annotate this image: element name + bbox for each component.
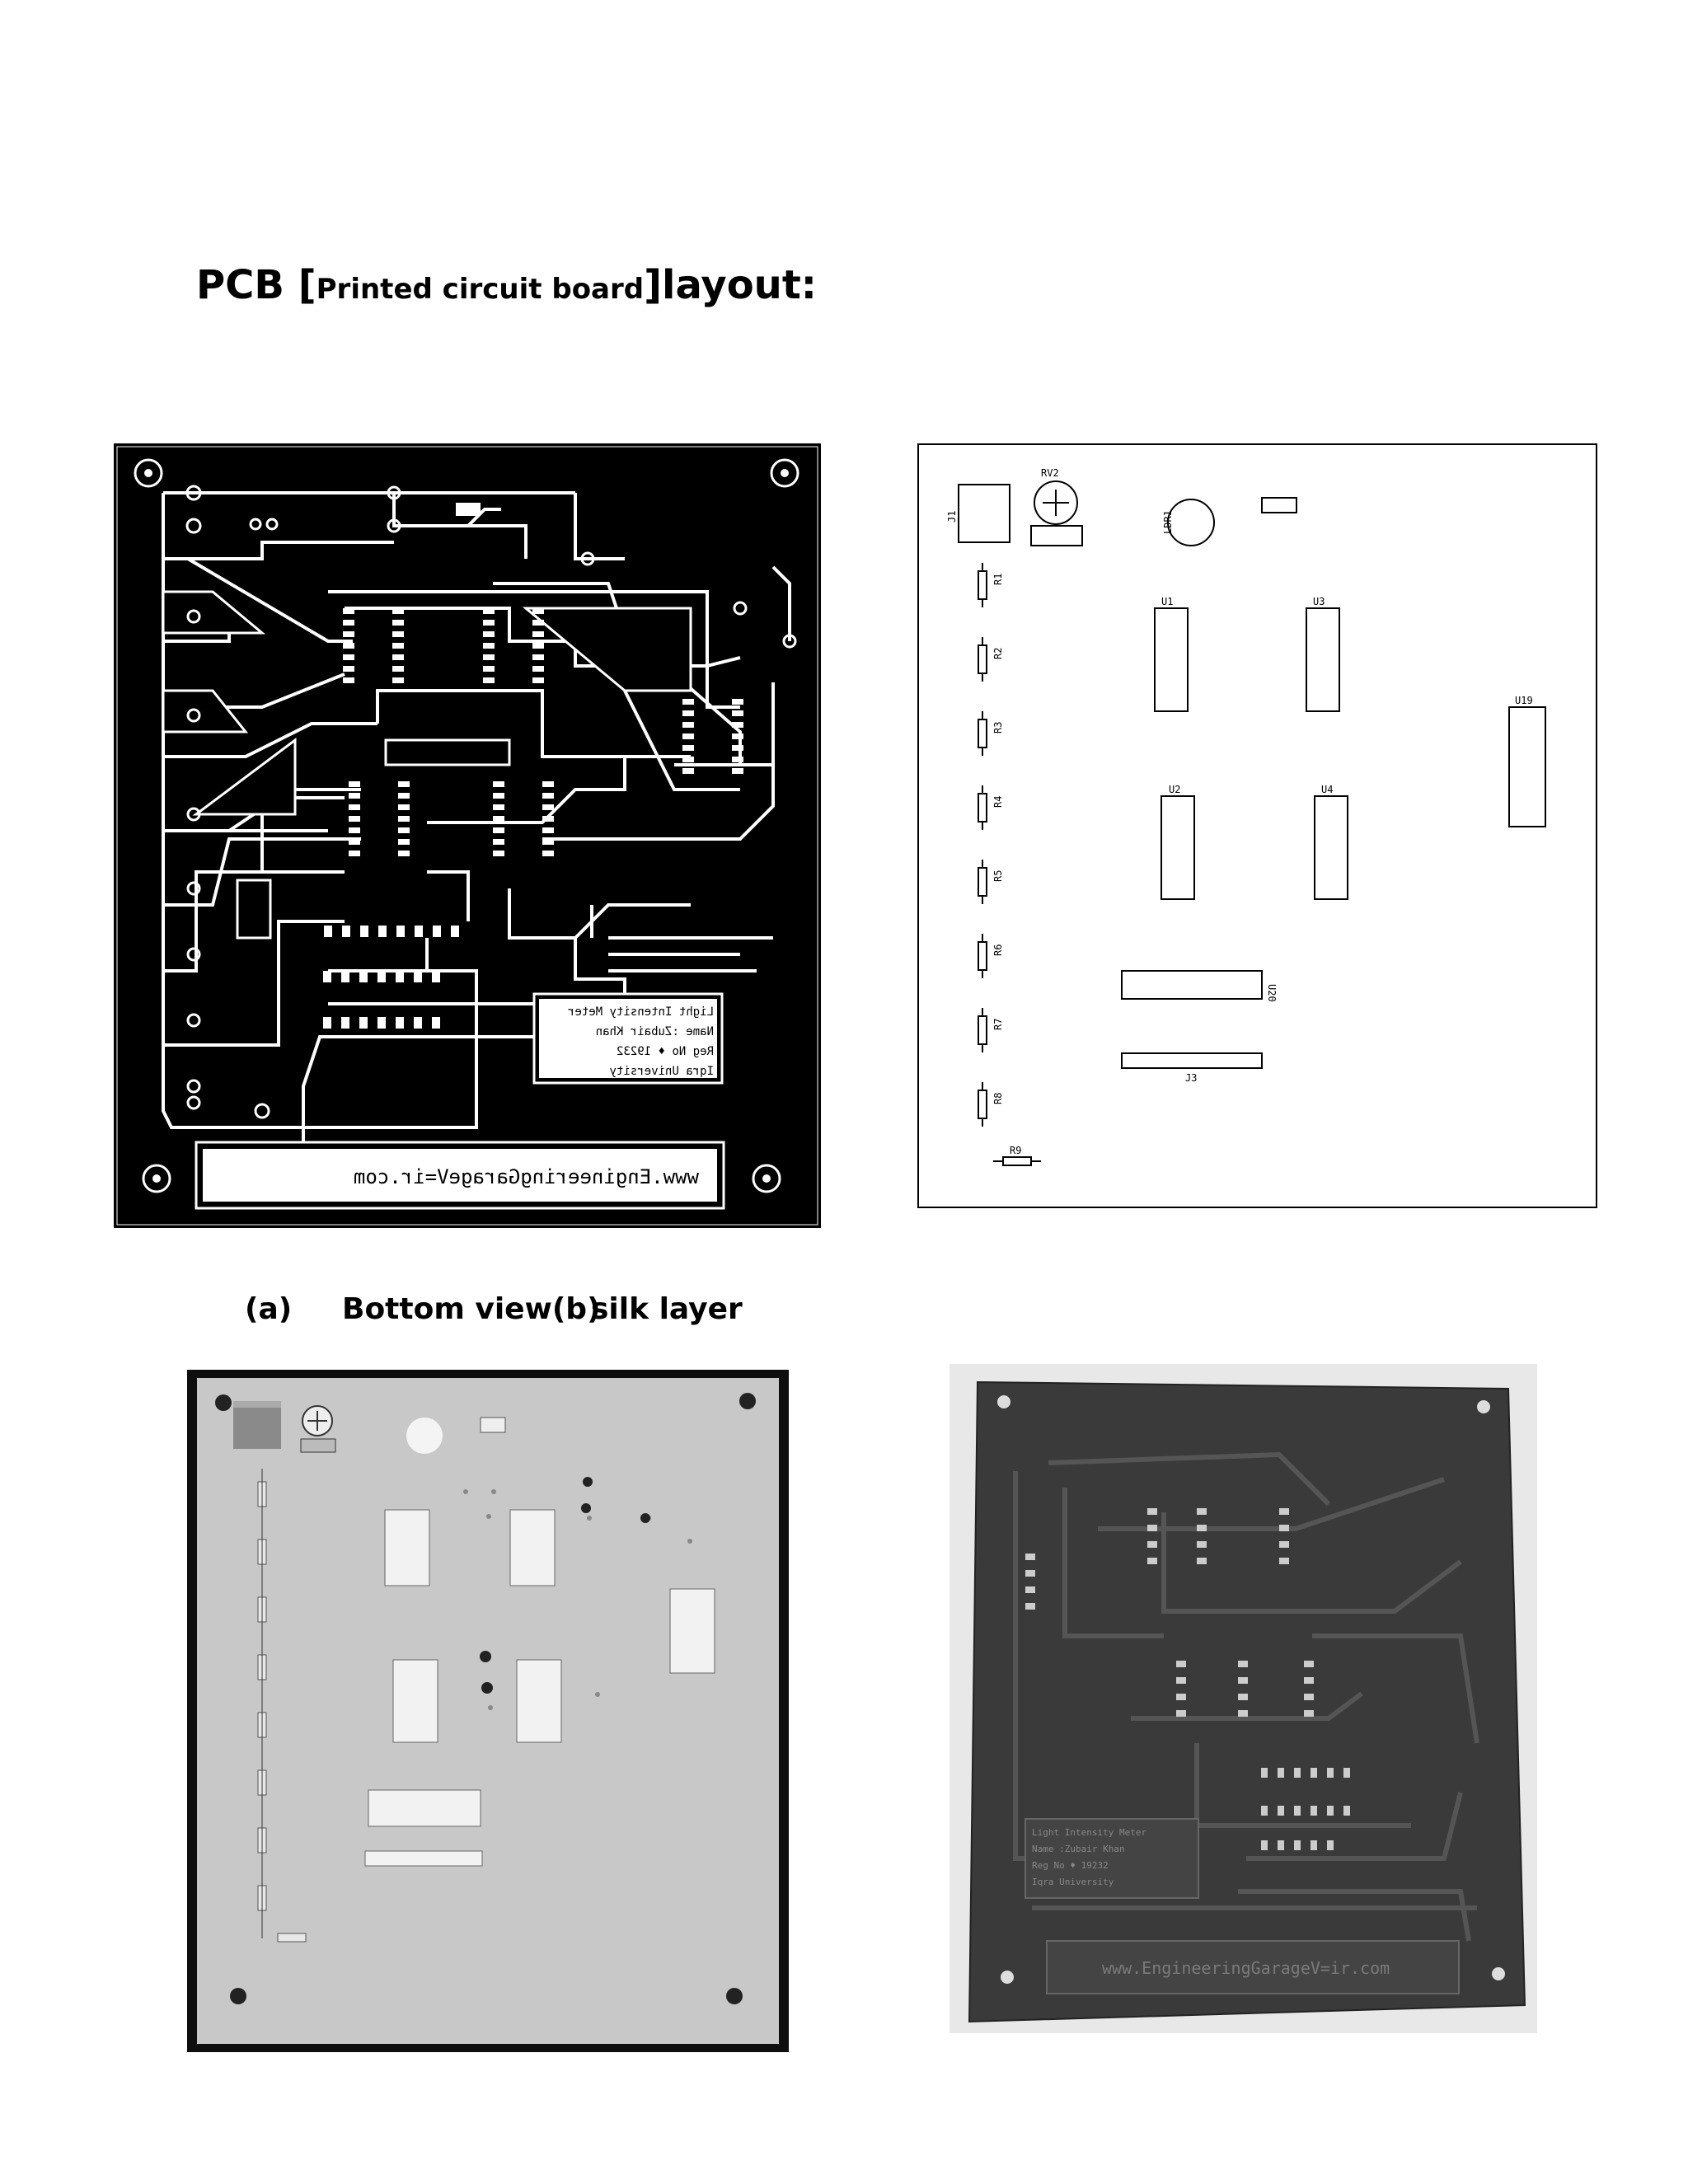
silk-label-r8: R8 xyxy=(992,1093,1004,1104)
silk-label-u2: U2 xyxy=(1169,784,1180,795)
silk-label-r4: R4 xyxy=(992,796,1004,808)
board-name-mirrored: Name :Zubair Khan xyxy=(596,1025,714,1038)
silk-label-r7: R7 xyxy=(992,1019,1004,1030)
pcb-3d-bottom-render-image: Light Intensity Meter Name :Zubair Khan … xyxy=(950,1364,1537,2033)
caption-a: (a) xyxy=(245,1292,293,1326)
silk-label-r3: R3 xyxy=(992,722,1004,733)
board-3d-title: Light Intensity Meter xyxy=(1032,1827,1146,1838)
caption-bottom-view: Bottom view(b) xyxy=(342,1292,601,1326)
silk-label-ldr1: LDR1 xyxy=(1162,510,1174,534)
heading-part-2: Printed circuit board xyxy=(316,273,645,306)
board-3d-reg: Reg No ♦ 19232 xyxy=(1032,1860,1109,1871)
silk-label-rv2: RV2 xyxy=(1041,467,1059,479)
heading-part-3: ]layout: xyxy=(644,262,817,308)
silk-label-u4: U4 xyxy=(1321,784,1333,795)
silk-label-j1: J1 xyxy=(946,511,958,523)
board-univ-mirrored: Iqra University xyxy=(610,1065,714,1078)
silk-label-r5: R5 xyxy=(992,870,1004,882)
silk-label-r2: R2 xyxy=(992,648,1004,659)
board-title-mirrored: Light Intensity Meter xyxy=(568,1005,714,1019)
website-3d-text: www.EngineeringGarageV=ir.com xyxy=(1102,1958,1390,1978)
silk-label-r9: R9 xyxy=(1010,1145,1021,1156)
pcb-silk-layer-image: RV2 J1 LDR1 U1 U3 U2 U4 U19 U20 J3 R1 R2… xyxy=(917,443,1597,1208)
page-heading: PCB [Printed circuit board]layout: xyxy=(196,262,817,308)
silk-label-r1: R1 xyxy=(992,574,1004,585)
figure-captions: (a) Bottom view(b) silk layer xyxy=(0,1292,1688,1342)
silk-label-r6: R6 xyxy=(992,944,1004,956)
silk-label-j3: J3 xyxy=(1185,1072,1197,1084)
silk-label-u20: U20 xyxy=(1266,984,1278,1002)
silk-label-u3: U3 xyxy=(1313,596,1325,607)
silk-label-u1: U1 xyxy=(1161,596,1173,607)
board-3d-name: Name :Zubair Khan xyxy=(1032,1844,1125,1854)
board-reg-mirrored: Reg No ♦ 19232 xyxy=(617,1045,714,1058)
silk-label-u19: U19 xyxy=(1515,695,1533,706)
heading-part-1: PCB [ xyxy=(196,262,316,308)
pcb-3d-top-render-image xyxy=(187,1370,789,2052)
caption-silk-layer: silk layer xyxy=(591,1292,743,1326)
pcb-bottom-view-image: Light Intensity Meter Name :Zubair Khan … xyxy=(114,443,821,1228)
board-3d-univ: Iqra University xyxy=(1032,1877,1114,1887)
website-text-mirrored: www.EngineeringGarageV=ir.com xyxy=(354,1165,699,1188)
